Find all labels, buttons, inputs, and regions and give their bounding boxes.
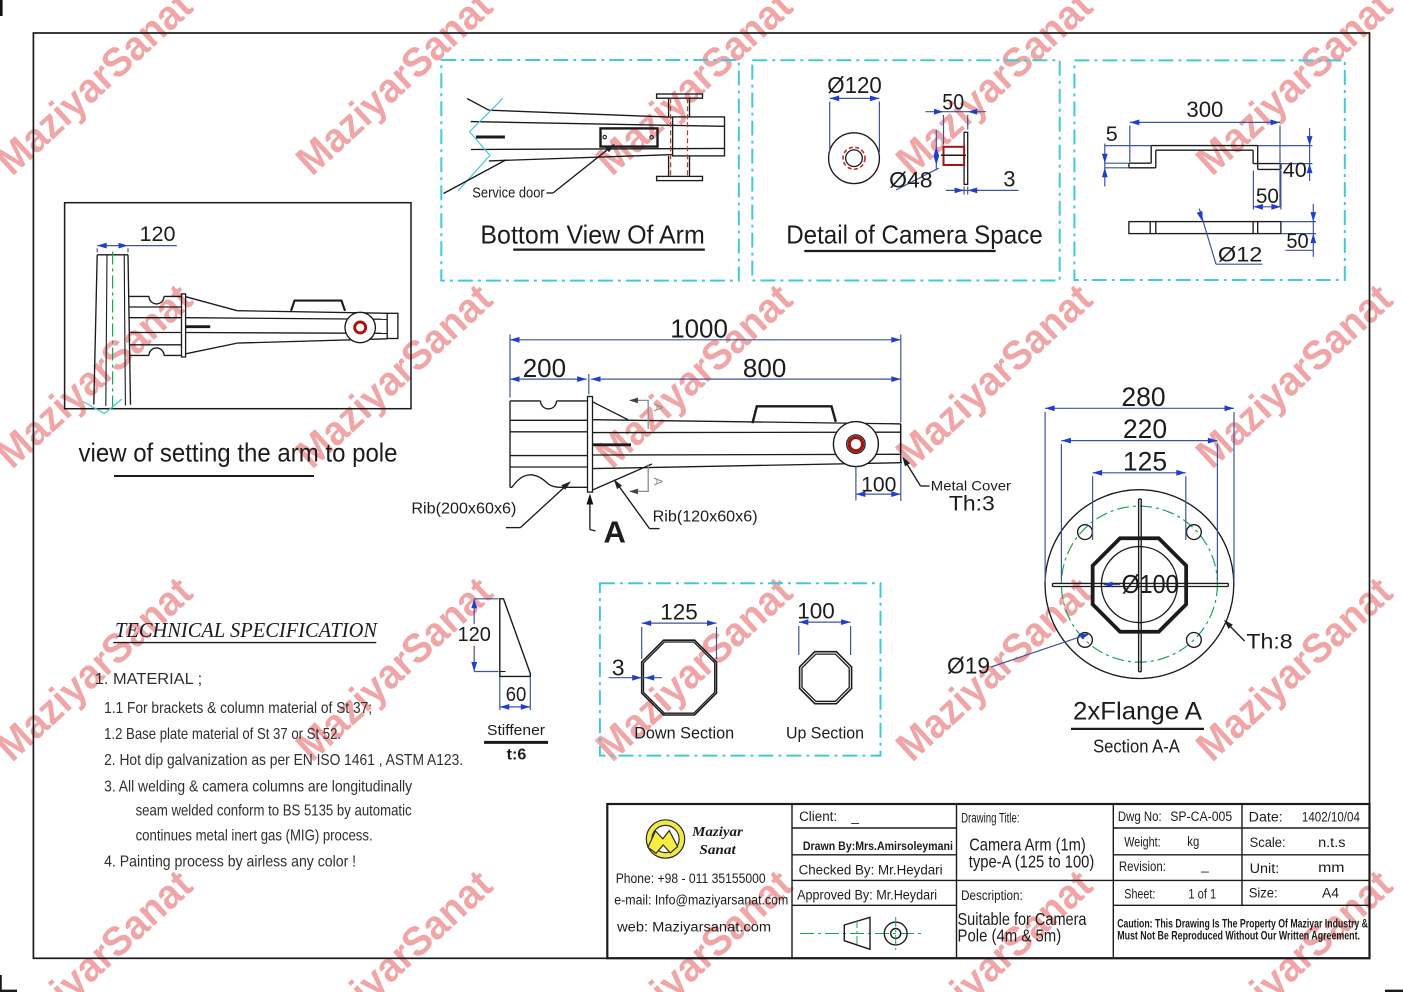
- svg-text:800: 800: [743, 353, 786, 383]
- svg-text:Revision:: Revision:: [1119, 859, 1166, 874]
- svg-text:Caution: This Drawing Is The P: Caution: This Drawing Is The Property Of…: [1117, 916, 1368, 930]
- svg-text:A: A: [651, 478, 665, 486]
- svg-text:280: 280: [1121, 382, 1165, 412]
- svg-text:seam welded conform to BS 5135: seam welded conform to BS 5135 by automa…: [136, 802, 412, 819]
- svg-text:Must Not Be Reproduced Without: Must Not Be Reproduced Without Our Writt…: [1117, 929, 1360, 943]
- svg-text:Th:3: Th:3: [949, 493, 995, 516]
- svg-text:1 of 1: 1 of 1: [1188, 886, 1216, 901]
- svg-text:Size:: Size:: [1249, 886, 1278, 901]
- svg-text:Unit:: Unit:: [1250, 861, 1280, 876]
- svg-text:Drawing Title:: Drawing Title:: [961, 810, 1019, 825]
- svg-text:200: 200: [523, 353, 566, 383]
- svg-text:100: 100: [861, 473, 896, 496]
- svg-text:1000: 1000: [670, 313, 728, 343]
- svg-text:2xFlange A: 2xFlange A: [1073, 698, 1202, 726]
- svg-text:Maziyar: Maziyar: [691, 825, 743, 840]
- svg-text:Camera Arm (1m): Camera Arm (1m): [969, 834, 1086, 854]
- svg-text:Ø120: Ø120: [827, 72, 882, 98]
- svg-text:Drawn By:Mrs.Amirsoleymani: Drawn By:Mrs.Amirsoleymani: [803, 839, 953, 853]
- svg-text:1.2 Base plate material of St: 1.2 Base plate material of St 37 or St 5…: [104, 726, 341, 743]
- svg-text:Th:8: Th:8: [1246, 631, 1292, 654]
- svg-text:mm: mm: [1318, 860, 1344, 875]
- svg-text:Weight:: Weight:: [1124, 834, 1160, 849]
- svg-text:n.t.s: n.t.s: [1318, 835, 1346, 850]
- svg-text:Bottom View Of Arm: Bottom View Of Arm: [480, 220, 704, 250]
- svg-text:SP-CA-005: SP-CA-005: [1170, 809, 1232, 824]
- svg-text:Checked By: Mr.Heydari: Checked By: Mr.Heydari: [799, 862, 943, 877]
- svg-text:Metal Cover: Metal Cover: [931, 477, 1012, 493]
- svg-text:50: 50: [1256, 184, 1279, 208]
- svg-text:Service door: Service door: [472, 185, 544, 202]
- svg-text:Sheet:: Sheet:: [1124, 886, 1155, 901]
- svg-text:Section A-A: Section A-A: [1093, 736, 1180, 756]
- svg-text:Client:: Client:: [799, 809, 837, 824]
- svg-text:Ø12: Ø12: [1218, 243, 1263, 267]
- svg-text:Ø100: Ø100: [1122, 569, 1179, 599]
- svg-text:Description:: Description:: [961, 888, 1023, 903]
- svg-text:Suitable for Camera: Suitable for Camera: [958, 909, 1087, 929]
- svg-text:120: 120: [458, 624, 491, 646]
- svg-text:Pole (4m & 5m): Pole (4m & 5m): [958, 926, 1062, 946]
- svg-text:Rib(120x60x6): Rib(120x60x6): [653, 508, 758, 525]
- svg-text:_: _: [850, 809, 859, 824]
- svg-text:web: Maziyarsanat.com: web: Maziyarsanat.com: [616, 920, 771, 935]
- svg-text:A: A: [651, 404, 665, 412]
- svg-text:type-A (125 to 100): type-A (125 to 100): [969, 851, 1094, 871]
- svg-text:1.1 For brackets & column mat: 1.1 For brackets & column material of St…: [104, 700, 372, 717]
- svg-text:Sanat: Sanat: [699, 843, 736, 858]
- svg-text:continues metal inert gas (MIG: continues metal inert gas (MIG) process.: [136, 827, 373, 844]
- svg-text:3: 3: [1003, 167, 1015, 192]
- svg-text:Up Section: Up Section: [786, 724, 864, 743]
- svg-text:view of setting the arm to pol: view of setting the arm to pole: [79, 438, 398, 468]
- svg-text:50: 50: [1286, 229, 1308, 253]
- svg-text:A: A: [604, 515, 626, 550]
- svg-text:3. All welding & camera colum: 3. All welding & camera columns are long…: [104, 778, 412, 795]
- svg-text:220: 220: [1123, 414, 1167, 444]
- svg-text:Detail of Camera Space: Detail of Camera Space: [786, 220, 1042, 250]
- svg-text:Approved By: Mr.Heydari: Approved By: Mr.Heydari: [797, 888, 937, 903]
- svg-text:Ø19: Ø19: [947, 653, 990, 679]
- svg-text:Down Section: Down Section: [634, 724, 734, 743]
- svg-text:t:6: t:6: [507, 747, 527, 764]
- svg-text:300: 300: [1186, 97, 1223, 122]
- svg-text:Scale:: Scale:: [1250, 835, 1286, 850]
- svg-text:60: 60: [506, 684, 527, 706]
- svg-text:e-mail: Info@maziyarsanat.com: e-mail: Info@maziyarsanat.com: [614, 893, 788, 908]
- svg-text:A4: A4: [1322, 886, 1340, 901]
- svg-text:Phone: +98 - 011 35155000: Phone: +98 - 011 35155000: [616, 871, 766, 886]
- svg-text:Ø48: Ø48: [889, 167, 933, 192]
- svg-text:5: 5: [1106, 122, 1118, 146]
- svg-text:3: 3: [612, 654, 625, 680]
- svg-text:TECHNICAL SPECIFICATION: TECHNICAL SPECIFICATION: [115, 618, 378, 642]
- svg-text:kg: kg: [1187, 834, 1199, 849]
- svg-text:50: 50: [942, 90, 964, 115]
- svg-text:Date:: Date:: [1249, 810, 1283, 825]
- svg-text:125: 125: [660, 599, 698, 624]
- svg-text:Dwg No:: Dwg No:: [1118, 809, 1162, 824]
- svg-text:120: 120: [140, 223, 176, 246]
- svg-text:40: 40: [1283, 158, 1307, 182]
- svg-text:1402/10/04: 1402/10/04: [1302, 810, 1360, 825]
- svg-text:_: _: [1200, 858, 1209, 873]
- svg-text:2. Hot dip galvanization as p: 2. Hot dip galvanization as per EN ISO 1…: [104, 752, 463, 769]
- svg-text:Rib(200x60x6): Rib(200x60x6): [411, 500, 516, 517]
- svg-text:Stiffener: Stiffener: [487, 722, 545, 739]
- svg-text:100: 100: [797, 598, 835, 623]
- svg-text:1. MATERIAL ;: 1. MATERIAL ;: [95, 671, 202, 688]
- svg-text:125: 125: [1123, 446, 1167, 476]
- svg-text:4. Painting process by airles: 4. Painting process by airless any color…: [104, 853, 356, 870]
